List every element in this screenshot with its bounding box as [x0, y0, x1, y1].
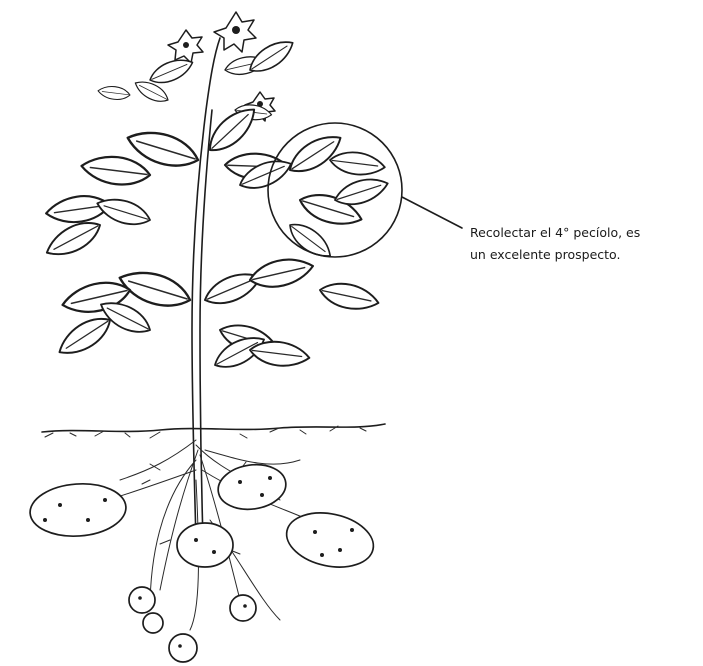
callout-line	[402, 197, 462, 228]
lower-leaves	[53, 255, 381, 374]
annotation-line-2: un excelente prospecto.	[470, 244, 702, 266]
annotation-text: Recolectar el 4° pecíolo, es un excelent…	[470, 222, 702, 266]
soil-line	[42, 424, 385, 438]
middle-leaves	[41, 102, 295, 263]
annotation-line-1: Recolectar el 4° pecíolo, es	[470, 222, 702, 244]
tubers	[28, 460, 378, 662]
